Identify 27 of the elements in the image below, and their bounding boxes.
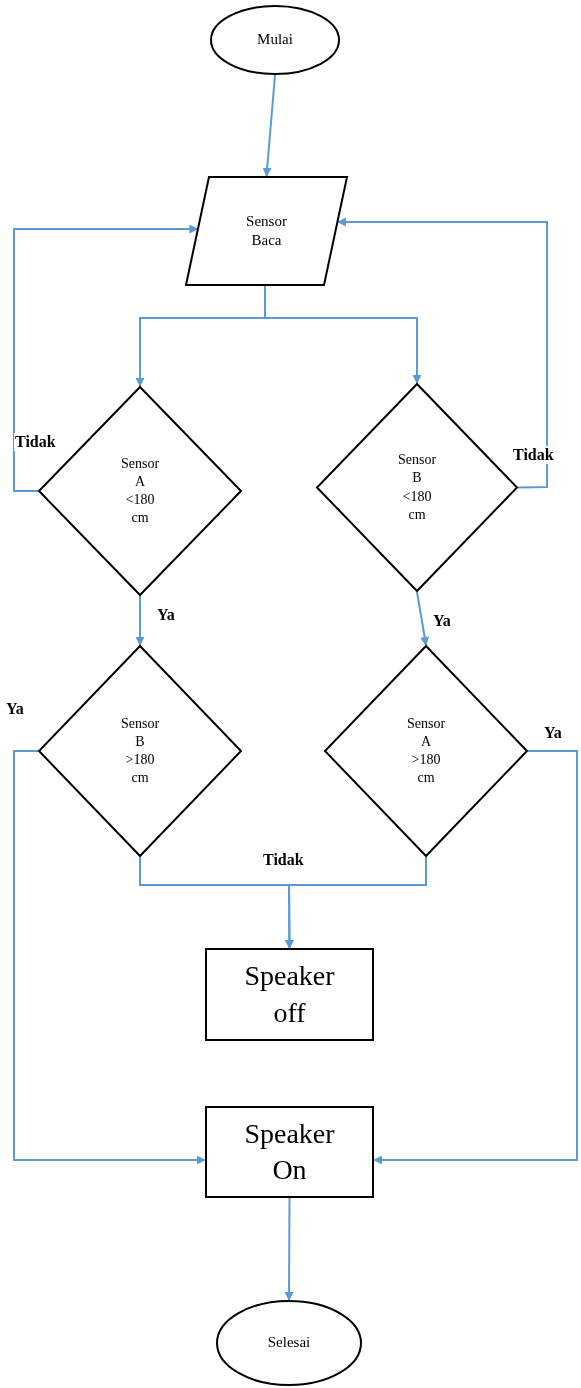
decision-diamond bbox=[38, 645, 242, 857]
process-box bbox=[205, 1106, 374, 1198]
arrow bbox=[13, 750, 206, 1165]
arrow bbox=[262, 74, 276, 177]
node-label: Sensor A <180 cm bbox=[120, 454, 160, 528]
process-box bbox=[205, 948, 374, 1041]
edge-label: Tidak bbox=[14, 433, 57, 451]
node-label: Speaker On bbox=[243, 1116, 336, 1187]
arrow bbox=[284, 1197, 294, 1301]
arrow bbox=[284, 856, 427, 949]
arrow bbox=[416, 591, 430, 646]
decision-diamond bbox=[324, 645, 528, 857]
node-label: Selesai bbox=[266, 1333, 312, 1353]
node-label: Sensor A >180 cm bbox=[406, 714, 446, 788]
node-label: Sensor B >180 cm bbox=[120, 714, 160, 788]
terminal-ellipse bbox=[216, 1300, 362, 1386]
arrow bbox=[373, 750, 578, 1165]
node-label: Mulai bbox=[256, 30, 294, 50]
arrow bbox=[13, 224, 199, 492]
node-label: Sensor B <180 cm bbox=[397, 451, 437, 524]
terminal-ellipse bbox=[210, 5, 340, 75]
input-parallelogram bbox=[185, 176, 348, 286]
node-label: Sensor Baca bbox=[245, 211, 288, 250]
edge-label: Tidak bbox=[512, 446, 555, 464]
arrow bbox=[264, 285, 422, 384]
arrow bbox=[135, 595, 145, 646]
node-label: Speaker off bbox=[243, 959, 336, 1030]
